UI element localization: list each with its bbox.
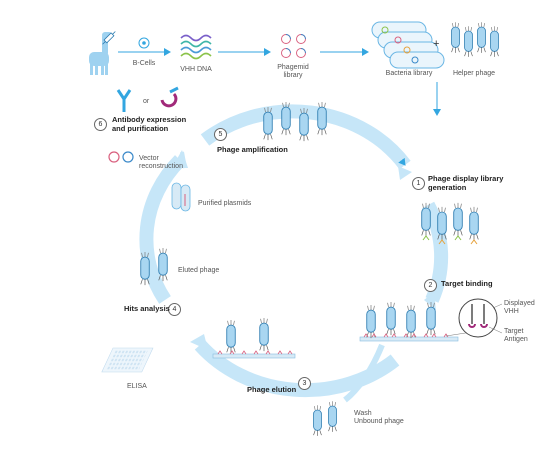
purified-plasmids-label: Purified plasmids [198,200,252,207]
step-6-number: 6 [94,118,107,131]
phagemid-library-label: Phagemid library [277,64,309,80]
b-cell-icon [138,37,150,49]
step-2-title: Target binding [441,279,493,288]
plasmid-icon [281,34,306,58]
inner-flow-arrows [180,151,187,169]
nanobody-icon [160,86,179,108]
step-3-title: Phage elution [247,385,297,394]
purified-plasmids-icon [171,182,191,212]
step-3-number: 3 [298,377,311,390]
vector-reconstruction-label: Vector reconstruction [139,155,183,171]
step-2-number: 2 [424,279,437,292]
library-phages [421,202,479,245]
syringe-icon [102,31,116,45]
step-5-number: 5 [214,128,227,141]
llama-icon [89,32,112,75]
step-5-title: Phage amplification [217,145,288,154]
vhh-dna-label: VHH DNA [180,66,212,73]
top-flow-arrows [118,48,441,116]
target-binding-plate [359,302,459,342]
selection-cycle-ring [139,104,449,398]
bacteria-icon [371,21,445,69]
elution-plate [212,318,296,359]
elisa-label: ELISA [127,383,147,390]
dna-icon [180,34,212,60]
step-1-title: Phage display library generation [428,174,504,192]
elisa-plate-icon [101,347,154,373]
or-label: or [143,98,150,105]
antibody-icon [116,89,132,112]
target-antigen-label: Target Antigen [504,328,528,344]
step-1-number: 1 [412,177,425,190]
step-6-title: Antibody expression and purification [112,115,187,133]
displayed-vhh-label: Displayed VHH [504,300,535,316]
bacteria-library-label: Bacteria library [385,70,433,77]
eluted-phage-label: Eluted phage [178,267,220,274]
step-4-number: 4 [168,303,181,316]
wash-unbound-phages [313,343,385,437]
phage-icon [451,22,499,58]
step-4-title: Hits analysis [124,304,170,313]
b-cells-label: B-Cells [132,60,156,67]
plus-sign: + [433,38,440,50]
vector-reconstruction-icon [108,151,134,163]
vhh-icon [445,298,503,338]
wash-unbound-label: Wash Unbound phage [354,410,404,426]
helper-phage-label: Helper phage [452,70,496,77]
